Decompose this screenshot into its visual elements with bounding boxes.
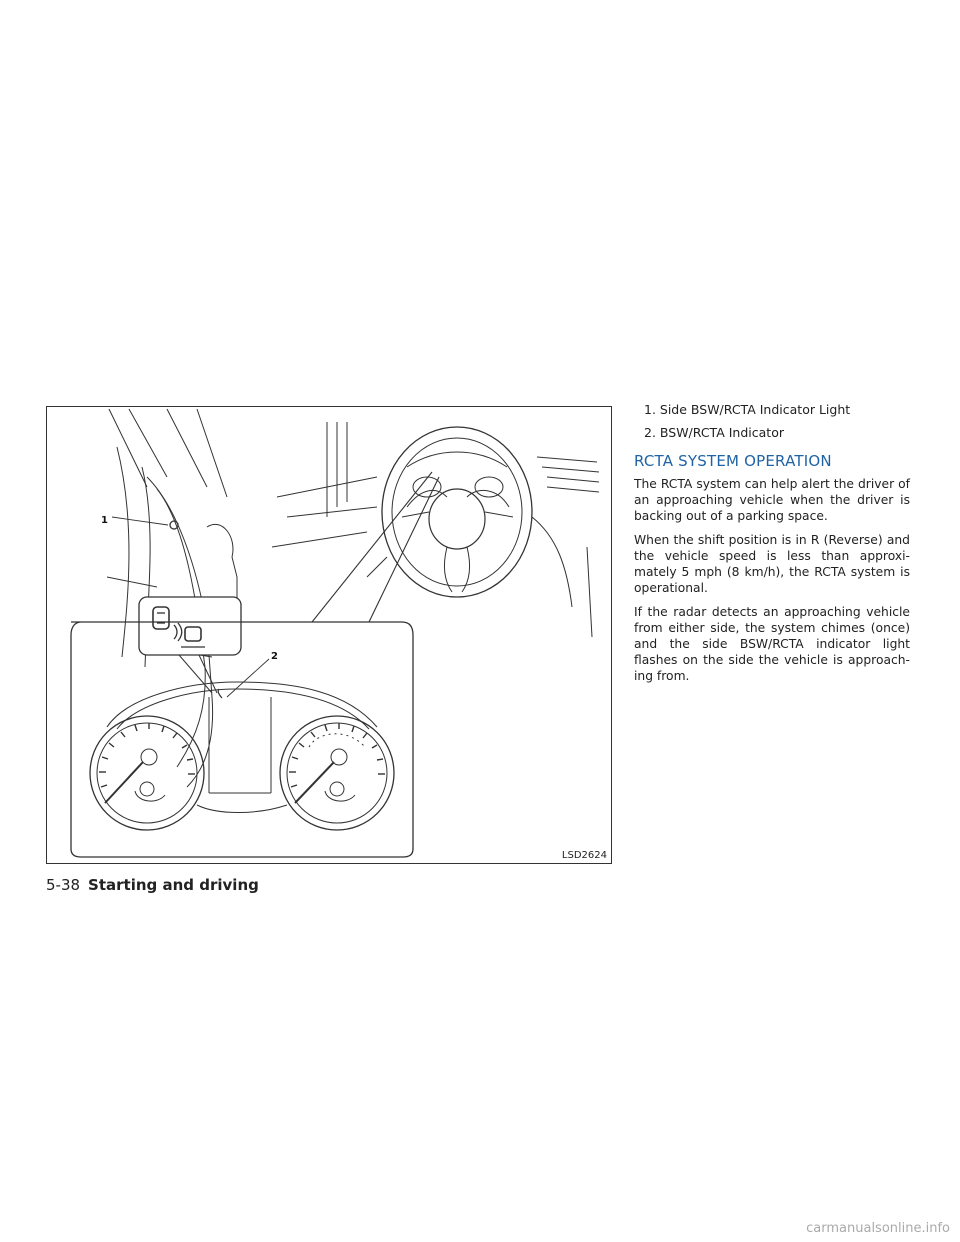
text-column: 1. Side BSW/RCTA Indicator Light 2. BSW/… xyxy=(634,402,910,692)
paragraph-1: The RCTA system can help alert the drive… xyxy=(634,477,910,523)
illustration-figure: 1 2 LSD2624 xyxy=(46,406,612,864)
footer-section-name: Starting and driving xyxy=(88,876,259,894)
section-title: RCTA SYSTEM OPERATION xyxy=(634,452,832,470)
paragraph-2: When the shift position is in R (Reverse… xyxy=(634,533,910,595)
page-footer: 5-38 Starting and driving xyxy=(46,876,259,894)
page-number: 5-38 xyxy=(46,876,81,894)
paragraph-3: If the radar detects an approaching vehi… xyxy=(634,605,910,683)
legend-item-2: 2. BSW/RCTA Indicator xyxy=(644,425,784,440)
callout-1-label: 1 xyxy=(101,515,108,526)
callout-2-label: 2 xyxy=(271,651,278,662)
dashboard-illustration xyxy=(70,408,600,858)
legend-item-1: 1. Side BSW/RCTA Indicator Light xyxy=(644,402,851,417)
watermark: carmanualsonline.info xyxy=(806,1221,950,1236)
figure-code: LSD2624 xyxy=(561,850,607,861)
